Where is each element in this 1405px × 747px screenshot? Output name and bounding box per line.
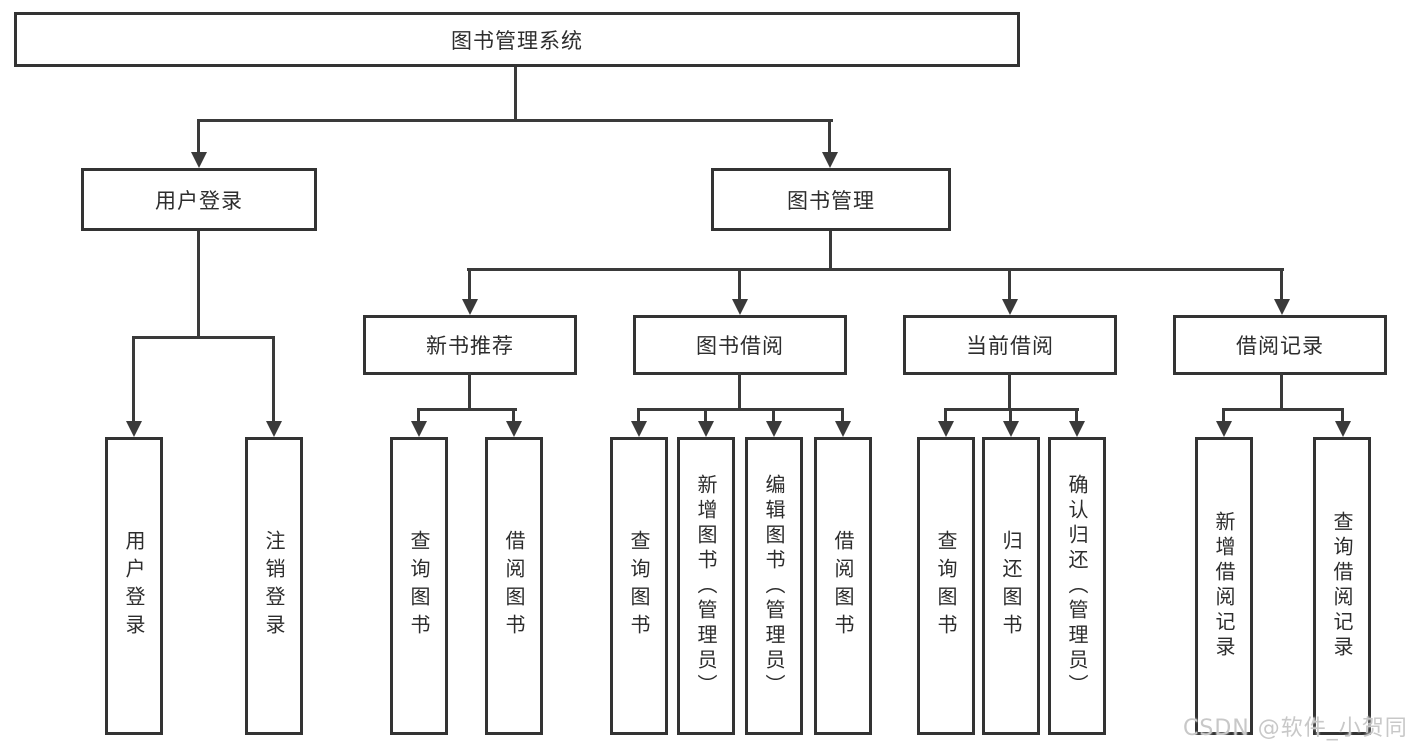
leaf-edit-books-admin: 编辑图书（管理员） bbox=[745, 437, 803, 735]
connector-line bbox=[1222, 408, 1225, 424]
connector-line bbox=[1008, 268, 1011, 301]
arrowhead-icon bbox=[766, 421, 782, 437]
arrowhead-icon bbox=[1003, 421, 1019, 437]
connector-line bbox=[272, 336, 275, 422]
connector-line bbox=[1075, 408, 1078, 424]
connector-line bbox=[514, 67, 517, 121]
arrowhead-icon bbox=[835, 421, 851, 437]
connector-line bbox=[1222, 408, 1344, 411]
leaf-label: 查询借阅记录 bbox=[1330, 511, 1354, 661]
leaf-label: 借阅图书 bbox=[502, 530, 526, 642]
connector-line bbox=[468, 268, 471, 301]
node-root: 图书管理系统 bbox=[14, 12, 1020, 67]
connector-line bbox=[1280, 373, 1283, 411]
arrowhead-icon bbox=[1002, 299, 1018, 315]
node-book-borrow: 图书借阅 bbox=[633, 315, 847, 375]
leaf-label: 归还图书 bbox=[999, 530, 1023, 642]
leaf-query-books-2: 查询图书 bbox=[610, 437, 668, 735]
connector-line bbox=[944, 408, 947, 424]
connector-line bbox=[132, 336, 275, 339]
arrowhead-icon bbox=[938, 421, 954, 437]
node-current-borrow: 当前借阅 bbox=[903, 315, 1117, 375]
leaf-logout: 注销登录 bbox=[245, 437, 303, 735]
connector-line bbox=[417, 408, 517, 411]
connector-line bbox=[1341, 408, 1344, 424]
arrowhead-icon bbox=[698, 421, 714, 437]
node-borrow-records: 借阅记录 bbox=[1173, 315, 1387, 375]
leaf-label: 查询图书 bbox=[934, 530, 958, 642]
connector-line bbox=[197, 119, 833, 122]
arrowhead-icon bbox=[1216, 421, 1232, 437]
connector-line bbox=[828, 119, 831, 155]
connector-line bbox=[512, 408, 515, 424]
arrowhead-icon bbox=[411, 421, 427, 437]
leaf-borrow-books-1: 借阅图书 bbox=[485, 437, 543, 735]
connector-line bbox=[1008, 373, 1011, 411]
leaf-label: 用户登录 bbox=[122, 530, 146, 642]
node-user-login: 用户登录 bbox=[81, 168, 317, 231]
connector-line bbox=[417, 408, 420, 424]
connector-line bbox=[468, 373, 471, 411]
node-root-label: 图书管理系统 bbox=[451, 28, 583, 53]
leaf-label: 查询图书 bbox=[627, 530, 651, 642]
node-label: 当前借阅 bbox=[966, 334, 1054, 358]
connector-line bbox=[197, 119, 200, 155]
connector-line bbox=[637, 408, 844, 411]
leaf-add-books-admin: 新增图书（管理员） bbox=[677, 437, 735, 735]
node-label: 新书推荐 bbox=[426, 334, 514, 358]
watermark: CSDN @软件_小贺同学 bbox=[1183, 716, 1405, 741]
connector-line bbox=[1280, 268, 1283, 301]
leaf-label: 查询图书 bbox=[407, 530, 431, 642]
leaf-confirm-return-admin: 确认归还（管理员） bbox=[1048, 437, 1106, 735]
arrowhead-icon bbox=[822, 152, 838, 168]
leaf-return-books: 归还图书 bbox=[982, 437, 1040, 735]
leaf-label: 新增图书（管理员） bbox=[694, 473, 718, 699]
leaf-query-borrow-record: 查询借阅记录 bbox=[1313, 437, 1371, 735]
leaf-user-login: 用户登录 bbox=[105, 437, 163, 735]
leaf-add-borrow-record: 新增借阅记录 bbox=[1195, 437, 1253, 735]
connector-line bbox=[132, 336, 135, 422]
leaf-label: 借阅图书 bbox=[831, 530, 855, 642]
node-label: 用户登录 bbox=[155, 188, 243, 213]
arrowhead-icon bbox=[266, 421, 282, 437]
arrowhead-icon bbox=[506, 421, 522, 437]
connector-line bbox=[197, 231, 200, 339]
connector-line bbox=[829, 231, 832, 271]
leaf-query-books-1: 查询图书 bbox=[390, 437, 448, 735]
connector-line bbox=[738, 373, 741, 411]
node-label: 借阅记录 bbox=[1236, 334, 1324, 358]
leaf-borrow-books-2: 借阅图书 bbox=[814, 437, 872, 735]
arrowhead-icon bbox=[732, 299, 748, 315]
arrowhead-icon bbox=[462, 299, 478, 315]
connector-line bbox=[772, 408, 775, 424]
connector-line bbox=[841, 408, 844, 424]
arrowhead-icon bbox=[1274, 299, 1290, 315]
leaf-query-books-3: 查询图书 bbox=[917, 437, 975, 735]
node-label: 图书管理 bbox=[787, 188, 875, 213]
leaf-label: 确认归还（管理员） bbox=[1065, 473, 1089, 699]
leaf-label: 注销登录 bbox=[262, 530, 286, 642]
connector-line bbox=[637, 408, 640, 424]
arrowhead-icon bbox=[1335, 421, 1351, 437]
arrowhead-icon bbox=[1069, 421, 1085, 437]
leaf-label: 新增借阅记录 bbox=[1212, 511, 1236, 661]
node-new-book-recommend: 新书推荐 bbox=[363, 315, 577, 375]
connector-line bbox=[1009, 408, 1012, 424]
connector-line bbox=[738, 268, 741, 301]
connector-line bbox=[467, 268, 1284, 271]
arrowhead-icon bbox=[631, 421, 647, 437]
arrowhead-icon bbox=[126, 421, 142, 437]
leaf-label: 编辑图书（管理员） bbox=[762, 473, 786, 699]
arrowhead-icon bbox=[191, 152, 207, 168]
connector-line bbox=[704, 408, 707, 424]
node-label: 图书借阅 bbox=[696, 334, 784, 358]
node-book-management: 图书管理 bbox=[711, 168, 951, 231]
